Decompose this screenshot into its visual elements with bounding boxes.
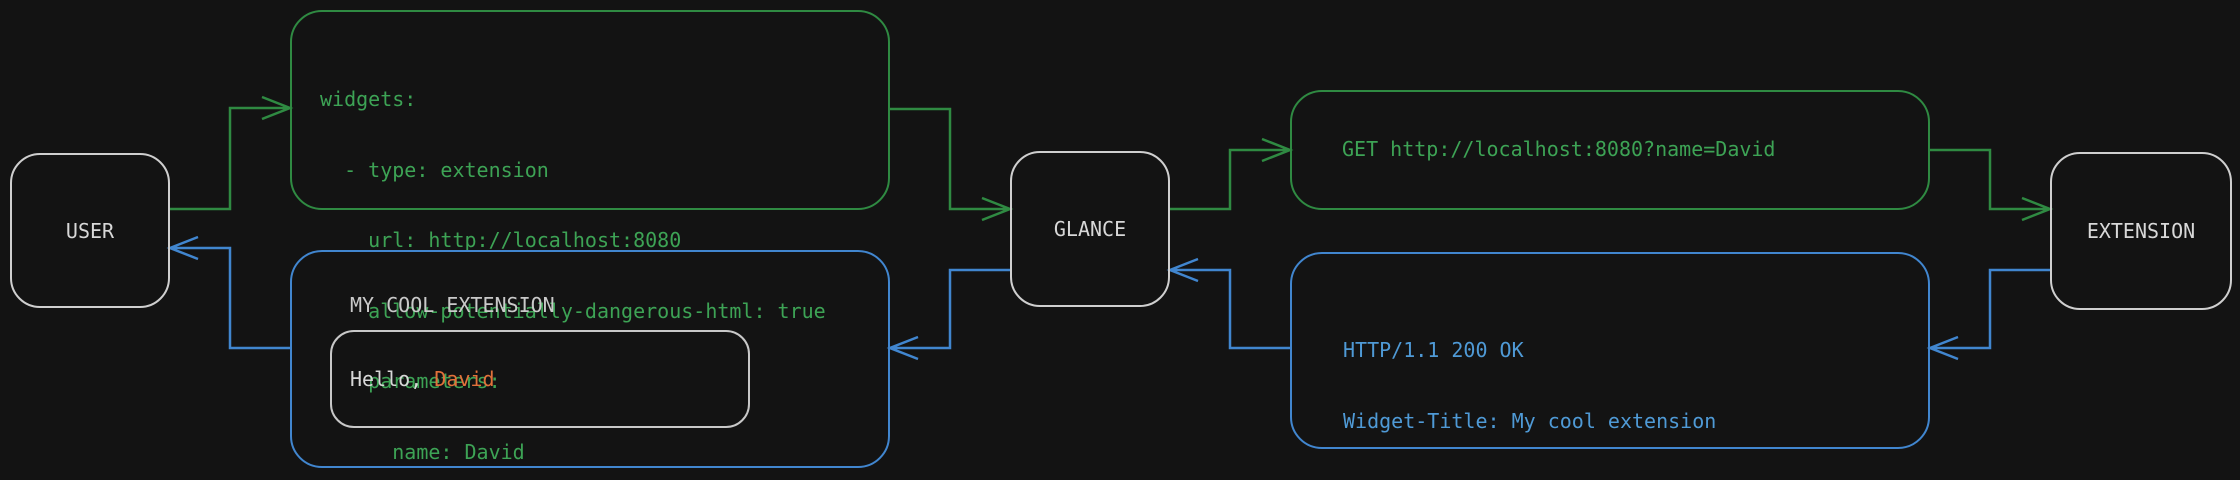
config-yaml-box: widgets: - type: extension url: http://l…	[290, 10, 890, 463]
greeting-prefix: Hello,	[350, 367, 435, 391]
http-response-box: HTTP/1.1 200 OK Widget-Title: My cool ex…	[1290, 252, 1930, 480]
node-user-label: USER	[65, 218, 115, 243]
wire-request-to-extension-arrow	[1930, 148, 2054, 222]
greeting-name: David	[434, 367, 495, 391]
widget-title: MY COOL EXTENSION	[350, 293, 555, 317]
node-extension: EXTENSION	[2050, 152, 2232, 310]
wire-response-to-glance-arrow	[1166, 257, 1290, 350]
node-glance: GLANCE	[1010, 151, 1170, 307]
config-yaml-line: - type: extension	[320, 157, 549, 182]
http-request-text: GET http://localhost:8080?name=David	[1342, 137, 1776, 162]
wire-glance-to-request-arrow	[1170, 137, 1294, 211]
http-response-line: HTTP/1.1 200 OK	[1343, 338, 1524, 362]
rendered-widget-box: MY COOL EXTENSION Hello, David	[290, 250, 890, 468]
config-yaml-line: url: http://localhost:8080	[320, 228, 682, 252]
config-yaml-line: widgets:	[320, 87, 417, 111]
widget-greeting-box: Hello, David	[330, 330, 750, 428]
wire-config-to-glance-arrow	[890, 107, 1014, 222]
wire-widget-to-user-arrow	[166, 235, 290, 350]
wire-user-to-config-arrow	[170, 95, 294, 211]
config-yaml-line: allow-potentially-dangerous-html: true	[320, 298, 826, 323]
config-yaml-line: parameters:	[320, 369, 501, 393]
config-yaml-line: name: David	[320, 439, 525, 464]
http-response-line: Widget-Title: My cool extension	[1343, 408, 1717, 433]
node-extension-label: EXTENSION	[2086, 219, 2196, 243]
node-user: USER	[10, 153, 170, 308]
wire-extension-to-response-arrow	[1926, 268, 2050, 361]
node-glance-label: GLANCE	[1053, 217, 1127, 241]
wire-glance-to-widget-arrow	[886, 268, 1010, 361]
http-request-box: GET http://localhost:8080?name=David	[1290, 90, 1930, 210]
